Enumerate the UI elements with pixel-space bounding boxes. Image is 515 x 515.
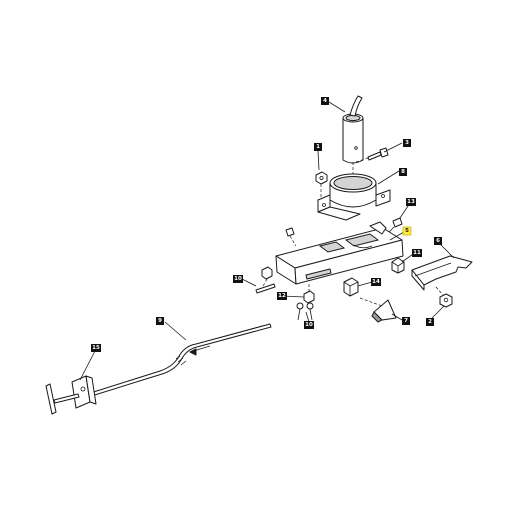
svg-text:15: 15 (92, 345, 100, 351)
callout-2: 2 (426, 318, 434, 326)
callout-1: 1 (314, 143, 322, 151)
svg-text:10: 10 (234, 276, 242, 282)
callout-13: 13 (406, 198, 416, 206)
part-wedge-7 (359, 297, 397, 323)
callout-4: 4 (321, 97, 329, 105)
callout-5: 5 (402, 226, 412, 236)
callout-7: 7 (402, 317, 410, 325)
part-extension-plate (411, 255, 473, 291)
callout-10-left: 10 (233, 275, 243, 283)
callout-14: 14 (371, 278, 381, 286)
svg-text:9: 9 (158, 318, 162, 324)
part-nut-1 (315, 171, 328, 200)
callout-10-bottom: 10 (304, 321, 314, 329)
callout-3: 3 (403, 139, 411, 147)
part-t-handle (45, 375, 97, 415)
part-screw-10b (296, 302, 314, 321)
svg-text:14: 14 (372, 279, 380, 285)
part-base-plate (275, 221, 404, 285)
part-clamp-ring (317, 173, 391, 221)
part-screw-3 (355, 147, 389, 163)
callout-6: 6 (434, 237, 442, 245)
svg-text:5: 5 (405, 228, 409, 234)
svg-text:8: 8 (401, 169, 405, 175)
svg-text:4: 4 (323, 98, 327, 104)
svg-text:13: 13 (407, 199, 415, 205)
svg-text:2: 2 (428, 319, 432, 325)
part-long-rod (83, 323, 272, 399)
part-nut-2 (435, 286, 453, 308)
svg-text:3: 3 (405, 140, 409, 146)
part-knob-11 (391, 257, 405, 274)
callout-12: 12 (277, 292, 287, 300)
svg-text:11: 11 (413, 250, 421, 256)
part-screw-10a (255, 266, 276, 294)
svg-text:6: 6 (436, 238, 440, 244)
svg-text:7: 7 (404, 318, 408, 324)
callout-11: 11 (412, 249, 422, 257)
svg-text:1: 1 (316, 144, 320, 150)
callout-15: 15 (91, 344, 101, 352)
part-screw-12 (303, 284, 315, 304)
part-tube (342, 95, 364, 182)
part-screw-13 (387, 217, 403, 234)
callout-9: 9 (156, 317, 164, 325)
svg-text:10: 10 (305, 322, 313, 328)
leader-lines (79, 101, 455, 381)
part-screw-left (285, 227, 297, 247)
part-bracket-14 (343, 277, 359, 297)
svg-text:12: 12 (278, 293, 286, 299)
callout-8: 8 (399, 168, 407, 176)
